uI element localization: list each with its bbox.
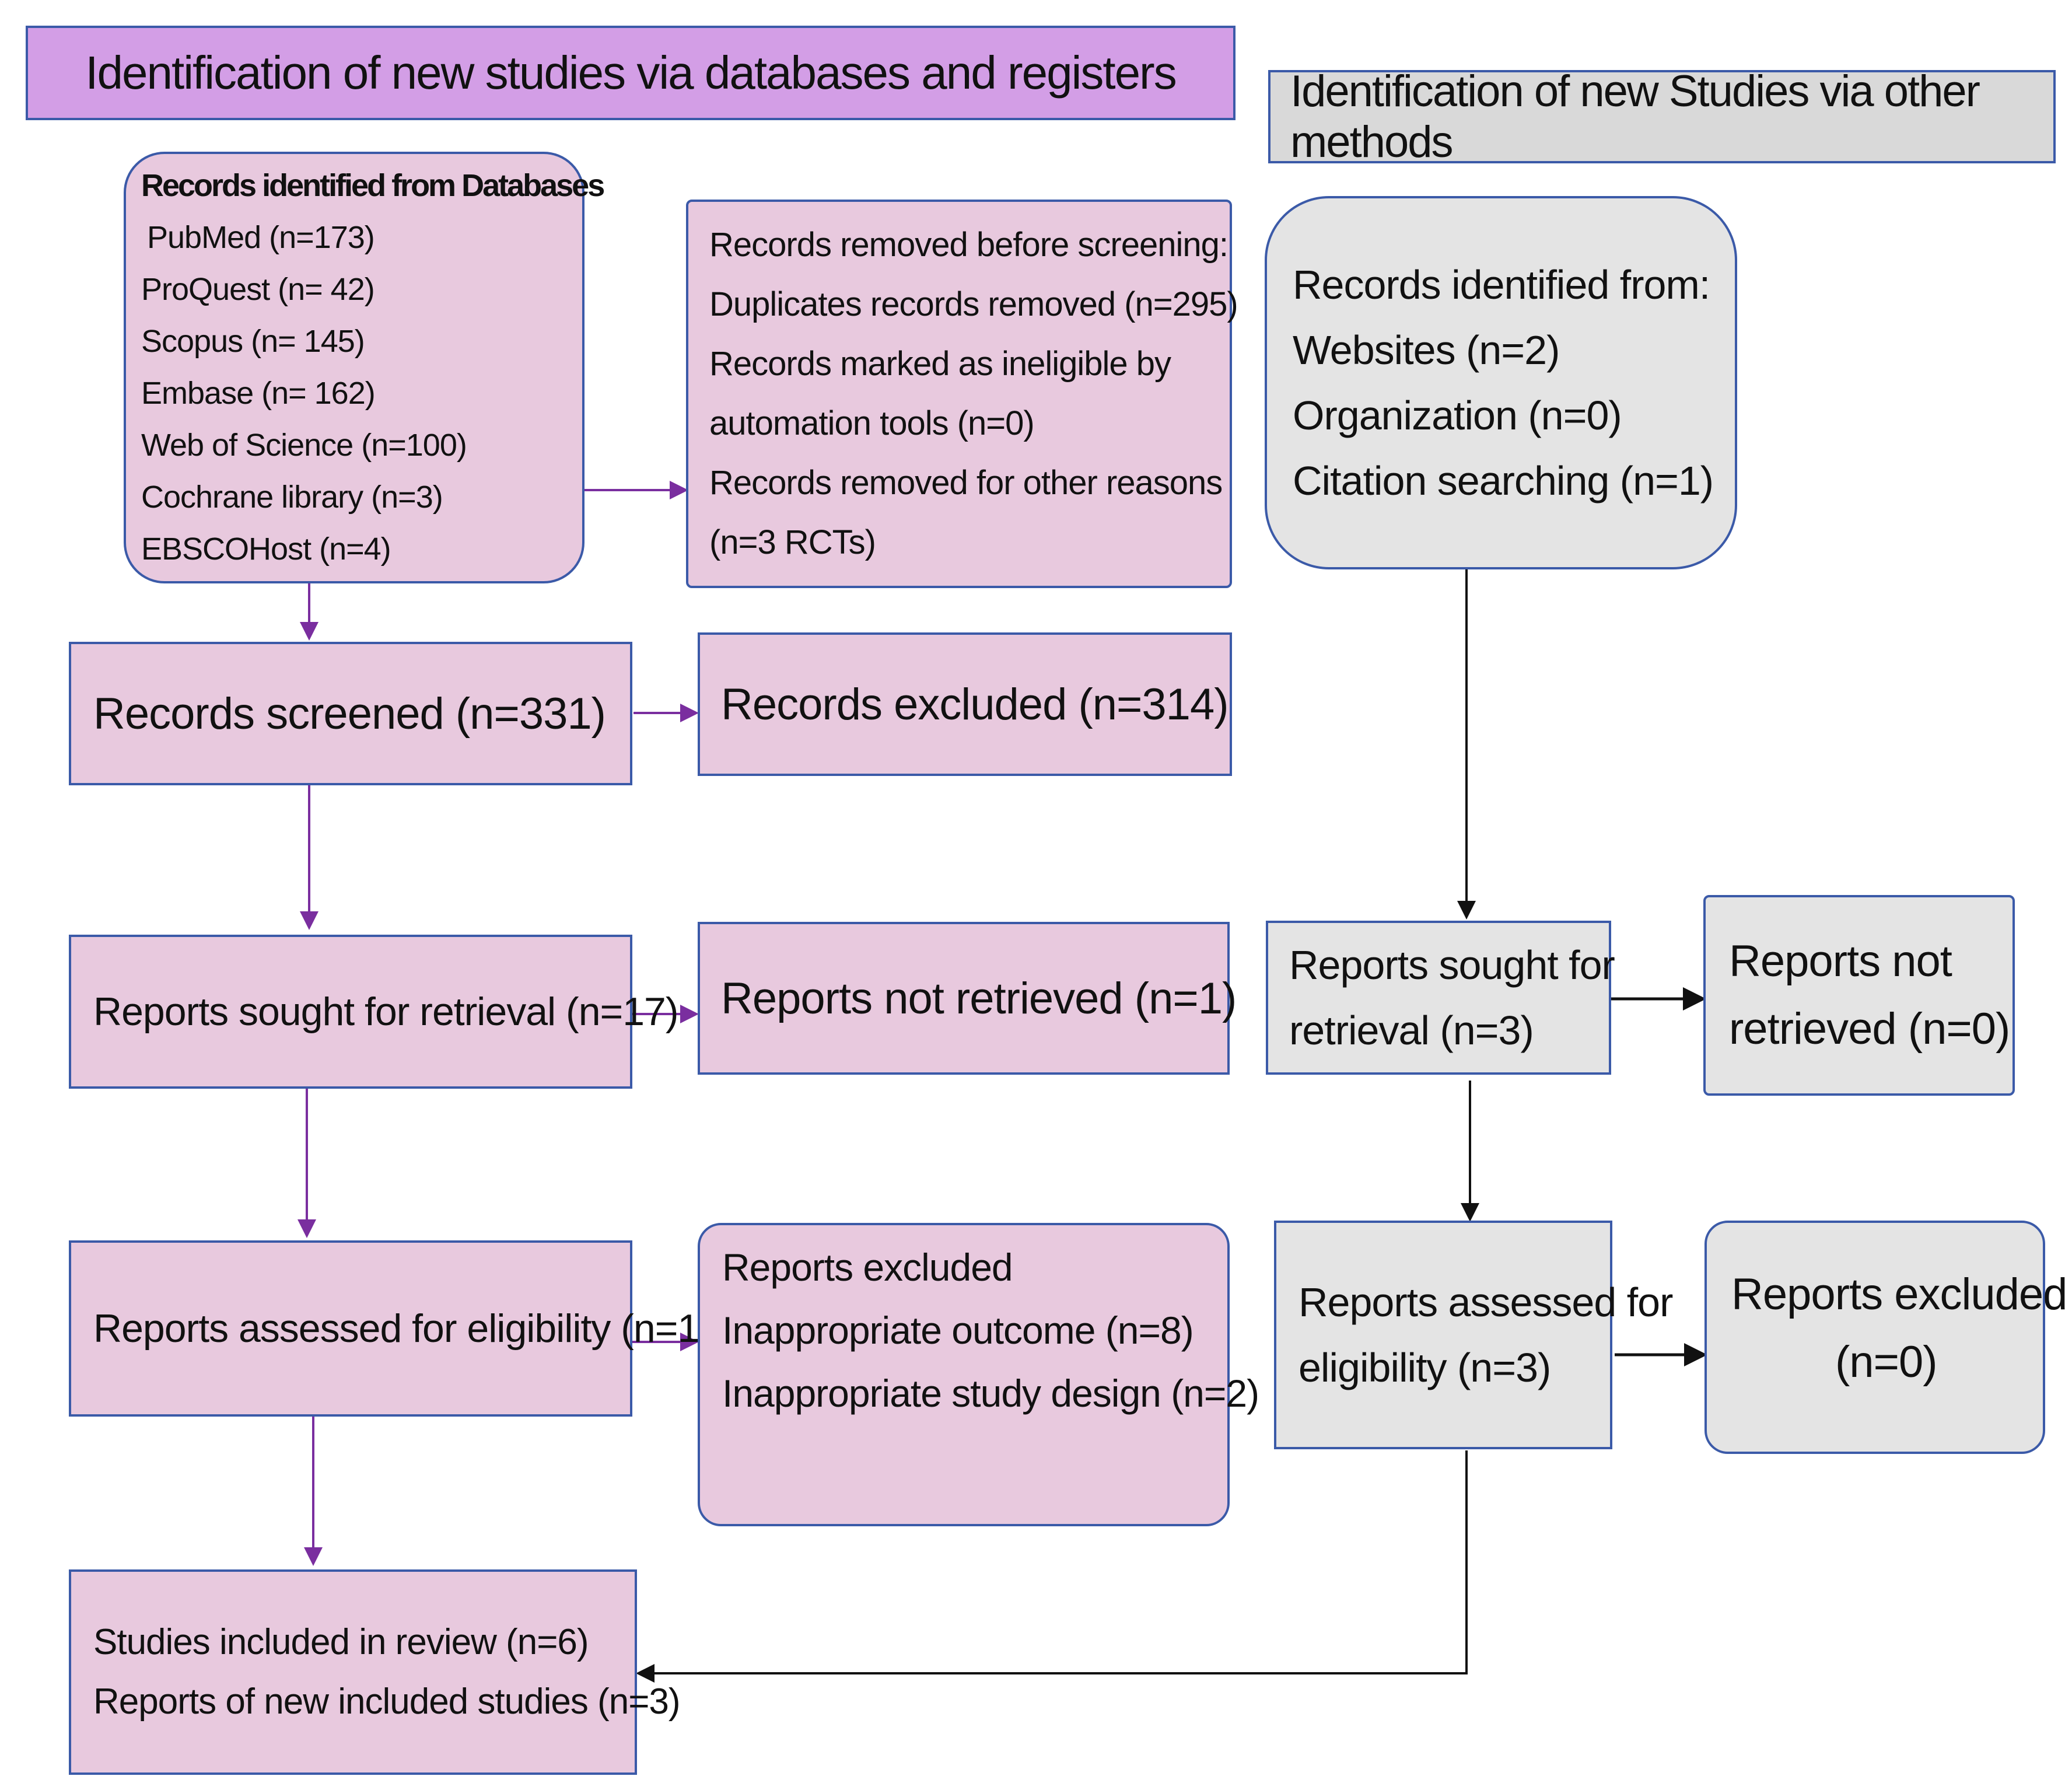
records-removed-line: Records marked as ineligible by — [709, 345, 1171, 383]
records-screened-box: Records screened (n=331) — [69, 642, 632, 785]
other-records-identified-box: Records identified from: Websites (n=2) … — [1265, 196, 1737, 569]
records-identified-line: Cochrane library (n=3) — [141, 480, 443, 515]
other-reports-not-retrieved-line: Reports not — [1729, 936, 1952, 986]
other-records-identified-line: Organization (n=0) — [1293, 393, 1622, 438]
records-removed-box: Records removed before screening: Duplic… — [686, 200, 1238, 588]
databases-header: Identification of new studies via databa… — [26, 26, 1236, 120]
other-reports-excluded-line: Reports excluded — [1731, 1270, 2067, 1319]
studies-included-box: Studies included in review (n=6) Reports… — [69, 1569, 681, 1775]
databases-header-label: Identification of new studies via databa… — [85, 47, 1177, 99]
other-methods-header-label: Identification of new Studies via other … — [1290, 67, 1980, 167]
records-identified-line: EBSCOHost (n=4) — [141, 532, 391, 567]
studies-included-line: Reports of new included studies (n=3) — [93, 1681, 681, 1722]
reports-assessed-label: Reports assessed for eligibility (n=16) — [93, 1306, 734, 1351]
records-identified-line: Web of Science (n=100) — [141, 428, 467, 463]
other-reports-assessed-line: eligibility (n=3) — [1298, 1345, 1551, 1390]
records-identified-title: Records identified from Databases — [141, 168, 605, 203]
reports-excluded-line: Inappropriate outcome (n=8) — [722, 1309, 1194, 1352]
records-identified-line: Scopus (n= 145) — [141, 324, 365, 359]
records-excluded-box: Records excluded (n=314) — [698, 632, 1232, 776]
other-reports-sought-line: retrieval (n=3) — [1289, 1008, 1534, 1053]
records-screened-label: Records screened (n=331) — [93, 688, 606, 739]
records-removed-line: Records removed before screening: — [709, 226, 1228, 264]
arrow-other-assessed-to-included — [636, 1450, 1468, 1683]
records-removed-line: Records removed for other reasons — [709, 464, 1223, 502]
records-identified-line: ProQuest (n= 42) — [141, 272, 375, 307]
other-records-identified-line: Citation searching (n=1) — [1293, 458, 1714, 504]
reports-sought-box: Reports sought for retrieval (n=17) — [69, 935, 679, 1089]
reports-not-retrieved-label: Reports not retrieved (n=1) — [721, 973, 1237, 1023]
records-removed-line: automation tools (n=0) — [709, 404, 1035, 442]
reports-assessed-box: Reports assessed for eligibility (n=16) — [69, 1240, 734, 1417]
other-reports-assessed-box: Reports assessed for eligibility (n=3) — [1274, 1221, 1673, 1449]
other-reports-not-retrieved-line: retrieved (n=0) — [1729, 1004, 2010, 1054]
other-reports-excluded-line: (n=0) — [1835, 1337, 1938, 1387]
reports-excluded-box: Reports excluded Inappropriate outcome (… — [698, 1223, 1259, 1526]
other-reports-sought-line: Reports sought for — [1289, 942, 1615, 988]
records-excluded-label: Records excluded (n=314) — [721, 679, 1229, 729]
reports-excluded-line: Inappropriate study design (n=2) — [722, 1372, 1259, 1415]
other-records-identified-line: Websites (n=2) — [1293, 327, 1560, 373]
records-identified-line: PubMed (n=173) — [147, 220, 375, 255]
records-identified-line: Embase (n= 162) — [141, 376, 376, 411]
reports-excluded-line: Reports excluded — [722, 1246, 1013, 1289]
records-removed-line: (n=3 RCTs) — [709, 523, 876, 561]
other-reports-not-retrieved-box: Reports not retrieved (n=0) — [1703, 895, 2015, 1096]
reports-not-retrieved-box: Reports not retrieved (n=1) — [698, 922, 1237, 1075]
other-methods-header: Identification of new Studies via other … — [1268, 67, 2056, 167]
other-reports-assessed-line: Reports assessed for — [1298, 1279, 1673, 1325]
other-reports-sought-box: Reports sought for retrieval (n=3) — [1266, 921, 1615, 1075]
other-records-identified-line: Records identified from: — [1293, 262, 1710, 307]
studies-included-line: Studies included in review (n=6) — [93, 1622, 589, 1662]
reports-sought-label: Reports sought for retrieval (n=17) — [93, 990, 679, 1034]
records-identified-box: Records identified from Databases PubMed… — [124, 152, 605, 583]
records-removed-line: Duplicates records removed (n=295) — [709, 285, 1238, 323]
other-reports-excluded-box: Reports excluded (n=0) — [1704, 1221, 2067, 1454]
